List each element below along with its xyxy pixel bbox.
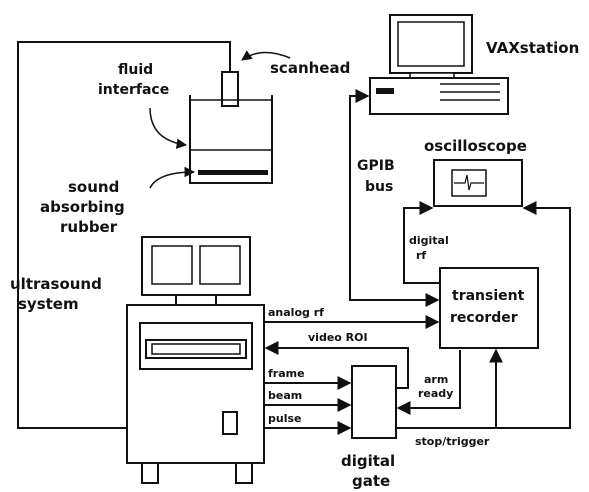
frame-label: frame <box>268 367 305 380</box>
ultrasound-monitors <box>141 236 251 306</box>
bus-label: bus <box>365 179 393 195</box>
vaxstation-label: VAXstation <box>486 39 579 57</box>
analog-rf-label: analog rf <box>268 306 324 319</box>
beam-label: beam <box>268 389 302 402</box>
trigger-to-oscilloscope-line <box>496 201 571 429</box>
stop-trigger-line <box>396 348 503 429</box>
fluid-pointer-arrow <box>149 107 188 149</box>
gpib-label: GPIB <box>357 158 395 174</box>
ultrasound-label: ultrasound <box>10 275 102 293</box>
arm-label: arm <box>424 373 448 386</box>
vaxstation-computer <box>369 14 509 115</box>
scanhead-cable <box>17 41 231 429</box>
video-roi-line <box>264 341 409 389</box>
stop-trigger-label: stop/trigger <box>415 435 490 448</box>
system-label: system <box>18 295 79 313</box>
recorder-label: recorder <box>450 310 518 326</box>
pulse-label: pulse <box>268 412 301 425</box>
scanhead-label: scanhead <box>270 59 350 77</box>
rubber-label: rubber <box>60 218 118 236</box>
digital-rf-line <box>403 201 440 284</box>
digital-rf-label-2: rf <box>416 249 426 262</box>
interface-label: interface <box>98 82 169 98</box>
digital-gate-box <box>351 365 397 439</box>
rubber-pointer-arrow <box>149 166 196 189</box>
scanhead-probe <box>221 71 239 107</box>
absorbing-label: absorbing <box>40 198 125 216</box>
fluid-tank <box>189 95 273 184</box>
sound-label: sound <box>68 178 119 196</box>
absorbing-rubber-strip <box>198 170 268 175</box>
arm-ready-line <box>396 350 461 415</box>
fluid-label: fluid <box>118 62 153 78</box>
ready-label: ready <box>418 387 453 400</box>
digital-rf-label: digital <box>409 234 449 247</box>
scanhead-pointer-arrow <box>241 50 291 61</box>
transient-label: transient <box>452 288 525 304</box>
transient-recorder-box <box>439 267 539 349</box>
oscilloscope-device <box>433 159 523 207</box>
oscilloscope-label: oscilloscope <box>424 137 527 155</box>
gpib-bus-line <box>349 89 440 307</box>
gate-label: gate <box>352 472 390 490</box>
ultrasound-cabinet <box>126 304 265 484</box>
video-roi-label: video ROI <box>308 331 368 344</box>
digital-gate-label: digital <box>341 452 395 470</box>
